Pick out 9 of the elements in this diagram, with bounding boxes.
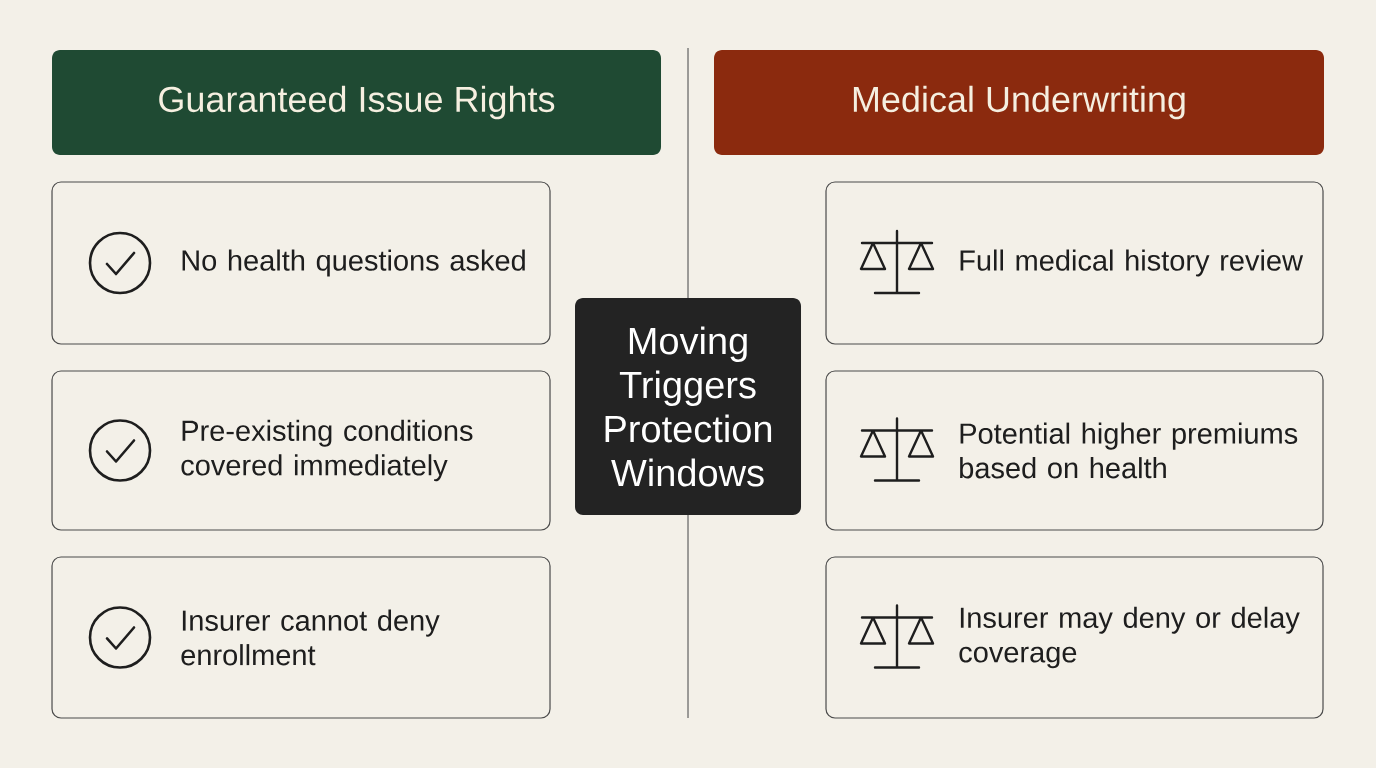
card: Insurer may deny or delay coverage xyxy=(825,556,1324,719)
card: Pre-existing conditions covered immediately xyxy=(51,370,551,531)
center-box: Moving Triggers Protection Windows xyxy=(575,298,801,515)
header-banner: Guaranteed Issue Rights xyxy=(52,50,661,155)
card: Potential higher premiums based on health xyxy=(825,370,1324,531)
header-banner: Medical Underwriting xyxy=(714,50,1324,155)
card: No health questions asked xyxy=(51,181,551,345)
card: Insurer cannot deny enrollment xyxy=(51,556,551,719)
card: Full medical history review xyxy=(825,181,1324,345)
